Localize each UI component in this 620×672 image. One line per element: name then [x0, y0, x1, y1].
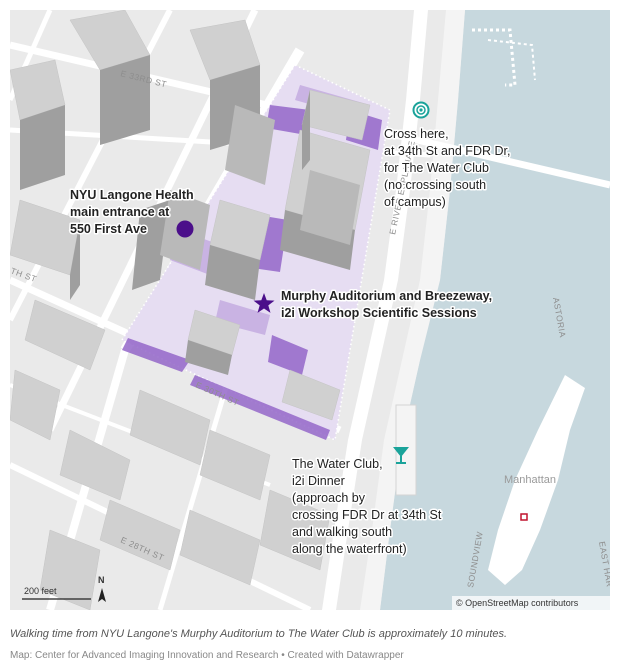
scale-label: 200 feet [24, 586, 57, 596]
map-canvas: E 33RD ST E 30TH ST E 28TH ST TH ST E RI… [10, 10, 610, 610]
crossing-line-3: for The Water Club [384, 161, 489, 175]
waterclub-line-5: and walking south [292, 525, 392, 539]
manhattan-outline [488, 375, 585, 585]
attribution-text[interactable]: © OpenStreetMap contributors [456, 598, 579, 608]
crossing-line-5: of campus) [384, 195, 446, 209]
auditorium-line-2: i2i Workshop Scientific Sessions [281, 306, 477, 320]
entrance-line-2: main entrance at [70, 205, 170, 219]
north-arrow: N [98, 575, 106, 602]
map-caption: Walking time from NYU Langone's Murphy A… [10, 628, 508, 640]
waterclub-cocktail-icon[interactable] [393, 447, 409, 464]
waterclub-line-3: (approach by [292, 491, 366, 505]
entrance-label: NYU Langone Health main entrance at 550 … [69, 187, 196, 238]
crossing-line-1: Cross here, [384, 127, 449, 141]
esplanade-strip [360, 10, 465, 610]
map-panel: E 33RD ST E 30TH ST E 28TH ST TH ST E RI… [10, 10, 610, 610]
manhattan-inset: Manhattan [488, 375, 585, 585]
entrance-line-3: 550 First Ave [70, 222, 147, 236]
attribution-bg [452, 596, 610, 610]
auditorium-star-marker[interactable] [253, 293, 275, 313]
north-label: N [98, 575, 105, 585]
marina-dock [472, 28, 517, 87]
waterclub-line-4: crossing FDR Dr at 34th St [292, 508, 442, 522]
waterclub-line-1: The Water Club, [292, 457, 383, 471]
auditorium-label: Murphy Auditorium and Breezeway, i2i Wor… [280, 288, 494, 322]
fdr-drive [322, 10, 428, 610]
buildings [10, 10, 371, 610]
crossing-line-4: (no crossing south [384, 178, 486, 192]
marina-dock-2 [487, 39, 536, 81]
north-arrow-icon [98, 588, 106, 602]
inset-label: Manhattan [504, 474, 556, 486]
waterclub-line-6: along the waterfront) [292, 542, 407, 556]
crossing-label: Cross here, at 34th St and FDR Dr, for T… [383, 126, 512, 211]
auditorium-line-1: Murphy Auditorium and Breezeway, [281, 289, 492, 303]
waterclub-line-2: i2i Dinner [292, 474, 345, 488]
entrance-marker[interactable] [176, 220, 194, 238]
crossing-line-2: at 34th St and FDR Dr, [384, 144, 510, 158]
entrance-line-1: NYU Langone Health [70, 188, 194, 202]
campus-buildings [122, 105, 382, 440]
scale-bar: 200 feet [22, 586, 91, 600]
crossing-marker[interactable] [412, 101, 430, 119]
waterclub-label: The Water Club, i2i Dinner (approach by … [291, 456, 444, 558]
inset-location-box [520, 513, 528, 521]
map-source: Map: Center for Advanced Imaging Innovat… [10, 650, 404, 661]
